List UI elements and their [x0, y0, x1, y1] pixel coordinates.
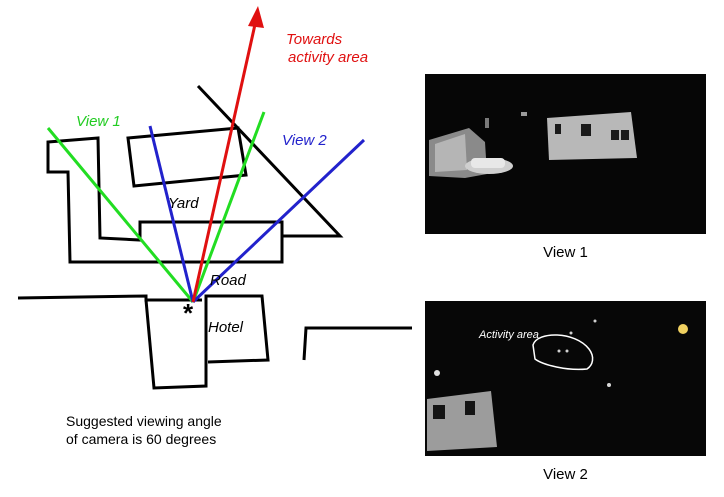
view1-caption: View 1 [543, 244, 588, 261]
activity-area-label: Activity area [478, 329, 539, 341]
right-wall-outline [302, 326, 412, 361]
towards-label-line2: activity area [288, 49, 368, 66]
view1-label: View 1 [76, 113, 121, 130]
hotel-building-outline [144, 294, 270, 390]
view2-photo: Activity area [425, 301, 706, 456]
camera-marker: * [183, 298, 194, 328]
road-label: Road [210, 272, 247, 289]
note-line-2: of camera is 60 degrees [66, 431, 217, 447]
view1-ray-left [46, 127, 195, 303]
diagonal-wall-outline [196, 84, 344, 238]
view2-label: View 2 [282, 132, 327, 149]
towards-label-line1: Towards [286, 31, 343, 48]
building-left-outline [46, 136, 284, 264]
yard-label: Yard [168, 195, 199, 212]
road-line-outline [17, 294, 202, 302]
building-top-outline [126, 126, 248, 188]
towards-arrow-line [191, 19, 258, 303]
note-line-1: Suggested viewing angle [66, 413, 222, 429]
view2-ray-right [191, 138, 366, 304]
view1-ray-right [191, 111, 266, 303]
view1-photo [425, 74, 706, 234]
towards-arrow-head [248, 6, 264, 28]
view2-scene: Activity area [425, 301, 706, 456]
view2-ray-left [148, 125, 195, 303]
view2-caption: View 2 [543, 466, 588, 483]
activity-area-outline [532, 334, 594, 371]
hotel-label: Hotel [208, 319, 244, 336]
view1-scene [425, 74, 706, 234]
viewing-angle-note: Suggested viewing angle of camera is 60 … [66, 412, 222, 448]
